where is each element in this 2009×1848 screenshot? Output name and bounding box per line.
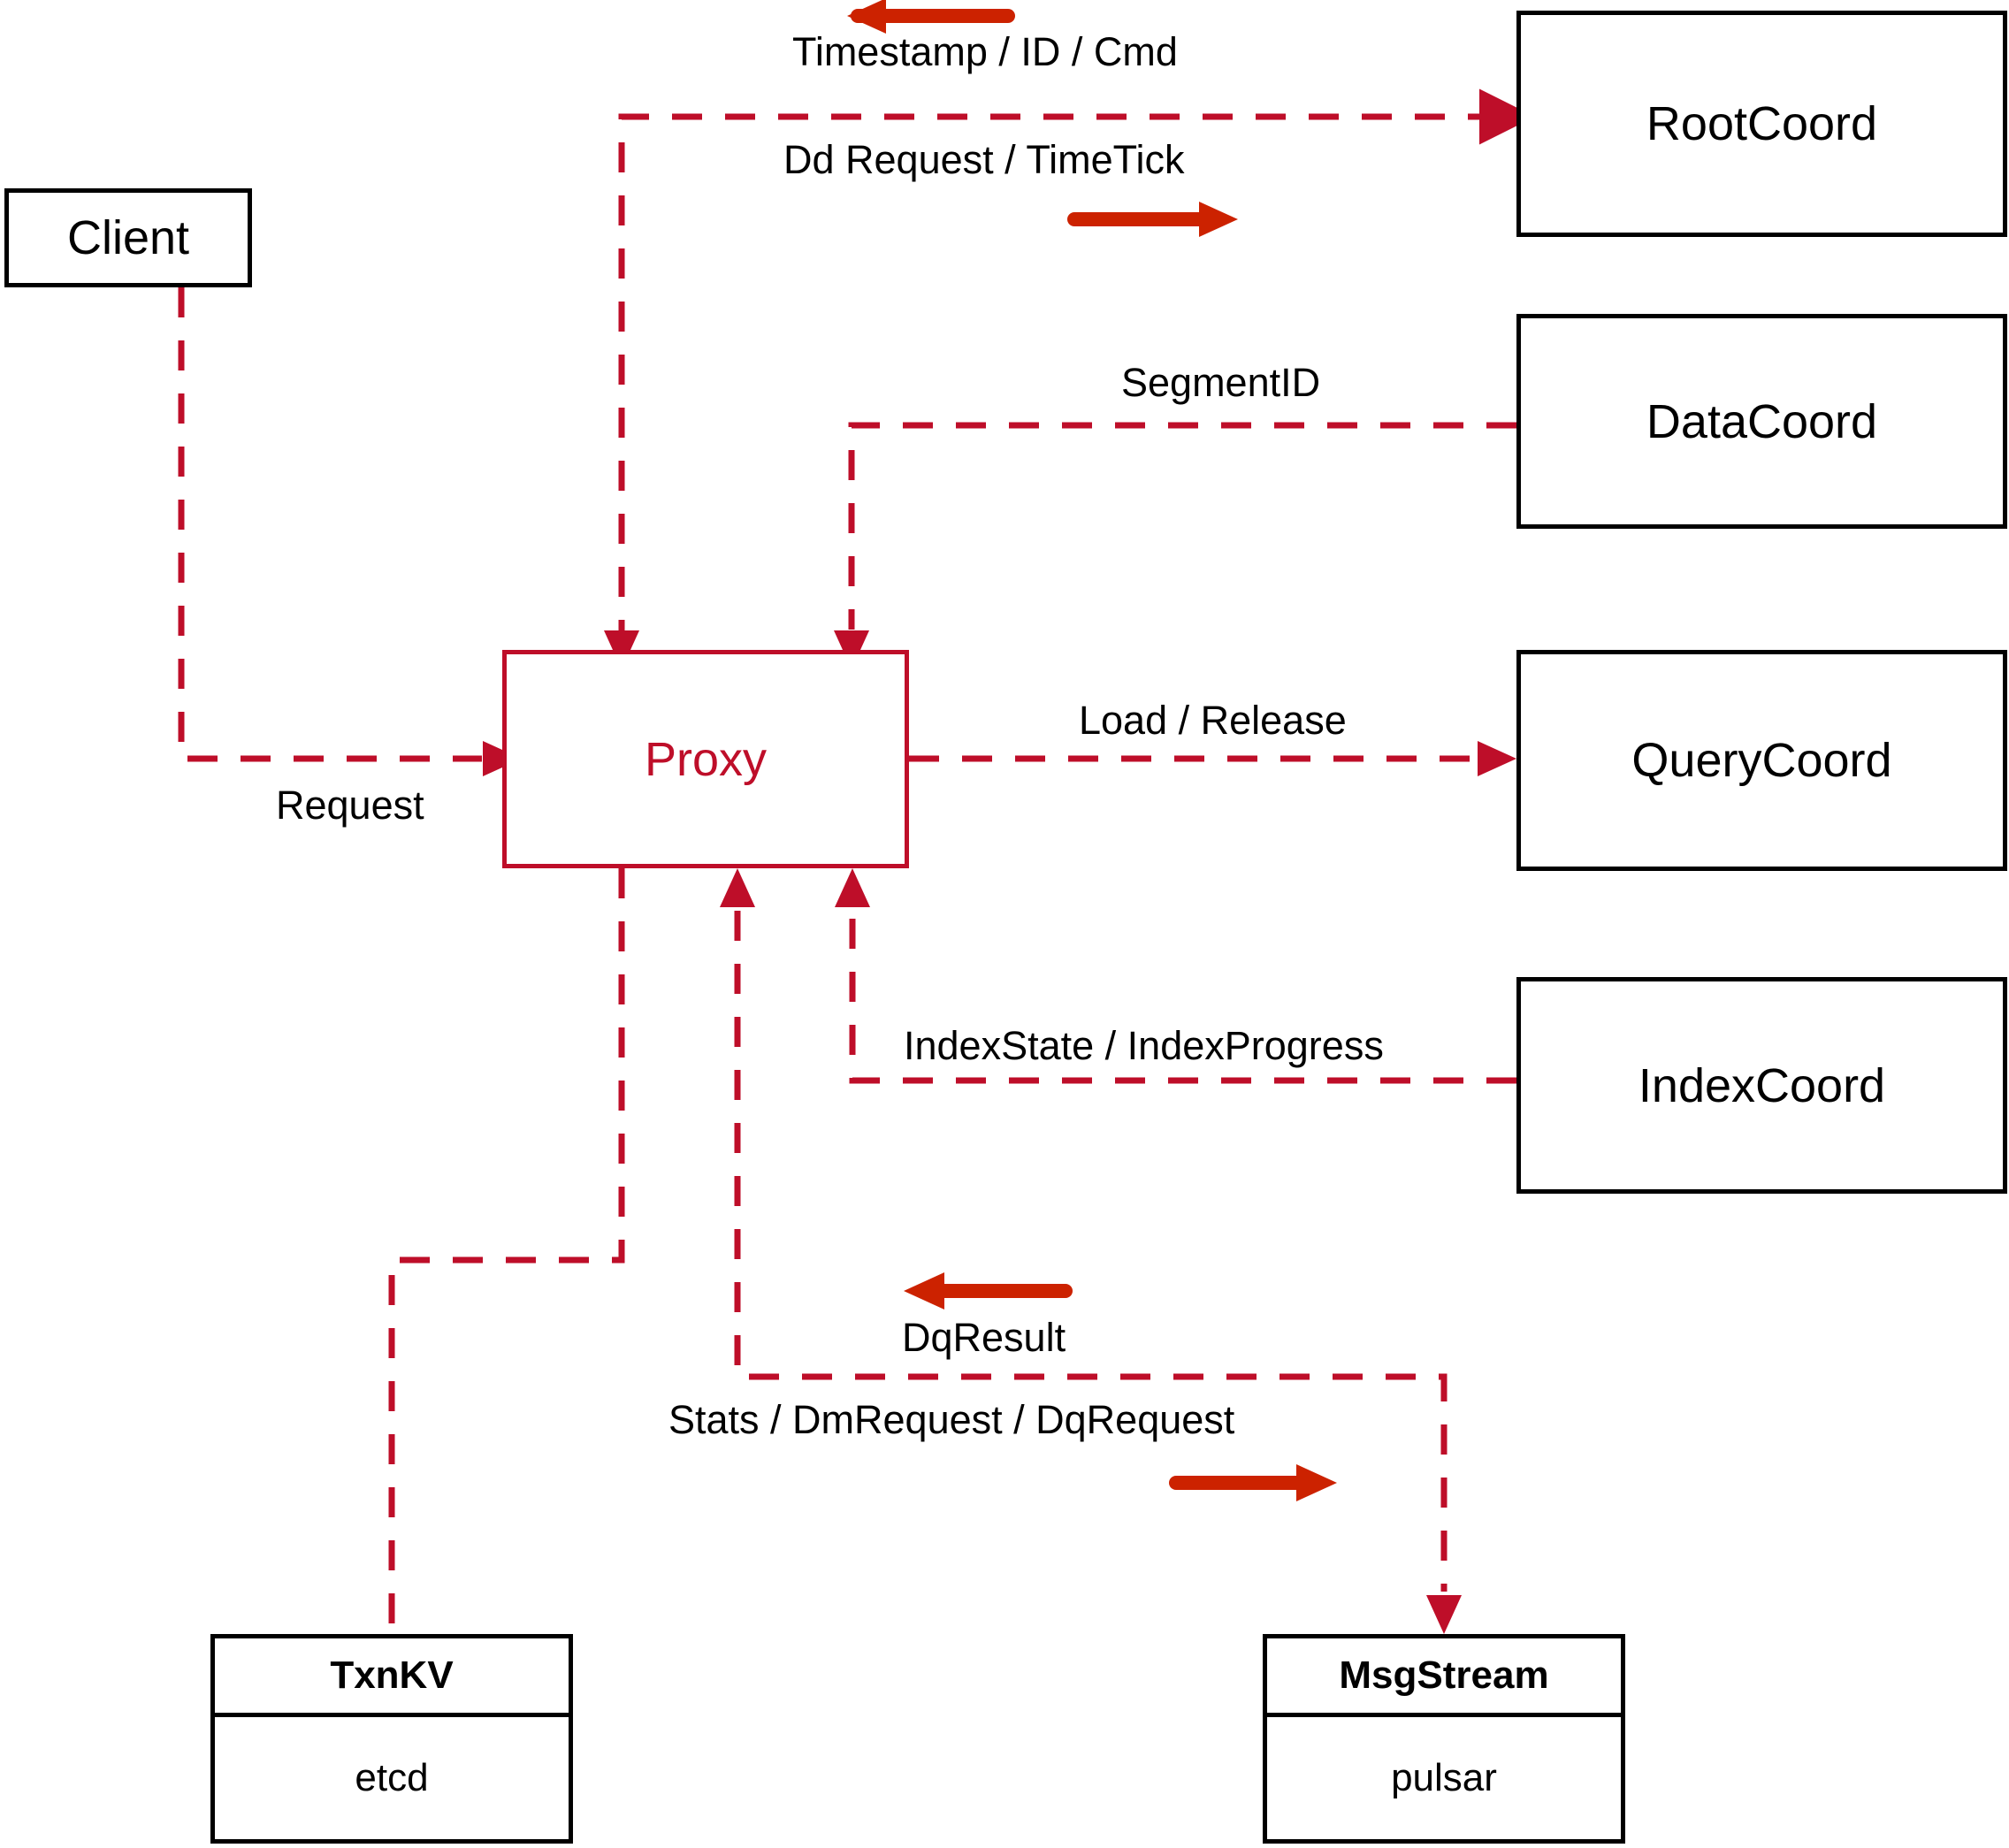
edge-proxy-txnkv bbox=[388, 868, 625, 1634]
node-rootcoord[interactable]: RootCoord bbox=[1516, 11, 2007, 237]
edge-proxy-msgstream bbox=[720, 868, 1462, 1634]
edge-label-segment-id: SegmentID bbox=[1121, 360, 1321, 405]
node-proxy-label: Proxy bbox=[644, 732, 768, 786]
node-indexcoord-label: IndexCoord bbox=[1638, 1058, 1886, 1112]
edge-label-dqresult: DqResult bbox=[902, 1315, 1066, 1360]
node-txnkv-impl: etcd bbox=[355, 1756, 429, 1799]
node-client-label: Client bbox=[66, 211, 190, 264]
node-datacoord-label: DataCoord bbox=[1646, 394, 1878, 448]
node-txnkv-header: TxnKV bbox=[215, 1638, 569, 1717]
node-client[interactable]: Client bbox=[4, 188, 252, 287]
edge-datacoord-proxy bbox=[834, 422, 1516, 669]
node-msgstream[interactable]: MsgStream pulsar bbox=[1263, 1634, 1625, 1844]
node-querycoord-label: QueryCoord bbox=[1631, 734, 1892, 787]
node-txnkv[interactable]: TxnKV etcd bbox=[210, 1634, 573, 1844]
edge-proxy-rootcoord bbox=[604, 88, 1535, 669]
node-txnkv-body: etcd bbox=[215, 1717, 569, 1839]
node-proxy[interactable]: Proxy bbox=[502, 650, 909, 868]
node-msgstream-header: MsgStream bbox=[1267, 1638, 1621, 1717]
legend-arrow-dd-request-timetick bbox=[1067, 202, 1238, 237]
edge-label-stats-dm-dq-request: Stats / DmRequest / DqRequest bbox=[668, 1397, 1235, 1442]
legend-arrow-dqresult bbox=[904, 1272, 1073, 1310]
edge-label-load-release: Load / Release bbox=[1079, 698, 1347, 743]
node-querycoord[interactable]: QueryCoord bbox=[1516, 650, 2007, 871]
node-rootcoord-label: RootCoord bbox=[1646, 97, 1878, 150]
legend-arrow-timestamp-id-cmd bbox=[847, 0, 1015, 34]
node-indexcoord[interactable]: IndexCoord bbox=[1516, 977, 2007, 1194]
edge-label-request: Request bbox=[276, 783, 424, 828]
edge-proxy-querycoord bbox=[909, 741, 1516, 776]
node-msgstream-title: MsgStream bbox=[1339, 1653, 1549, 1697]
edge-label-index-state-progress: IndexState / IndexProgress bbox=[904, 1023, 1384, 1068]
edge-client-proxy bbox=[178, 287, 522, 776]
node-datacoord[interactable]: DataCoord bbox=[1516, 314, 2007, 529]
edge-label-timestamp-id-cmd: Timestamp / ID / Cmd bbox=[792, 29, 1178, 74]
node-txnkv-title: TxnKV bbox=[330, 1653, 454, 1697]
legend-arrow-stats-dm-dq-request bbox=[1169, 1464, 1337, 1501]
edge-label-dd-request-timetick: Dd Request / TimeTick bbox=[783, 137, 1185, 182]
node-msgstream-body: pulsar bbox=[1267, 1717, 1621, 1839]
edge-indexcoord-proxy bbox=[835, 868, 1516, 1084]
node-msgstream-impl: pulsar bbox=[1391, 1756, 1497, 1799]
